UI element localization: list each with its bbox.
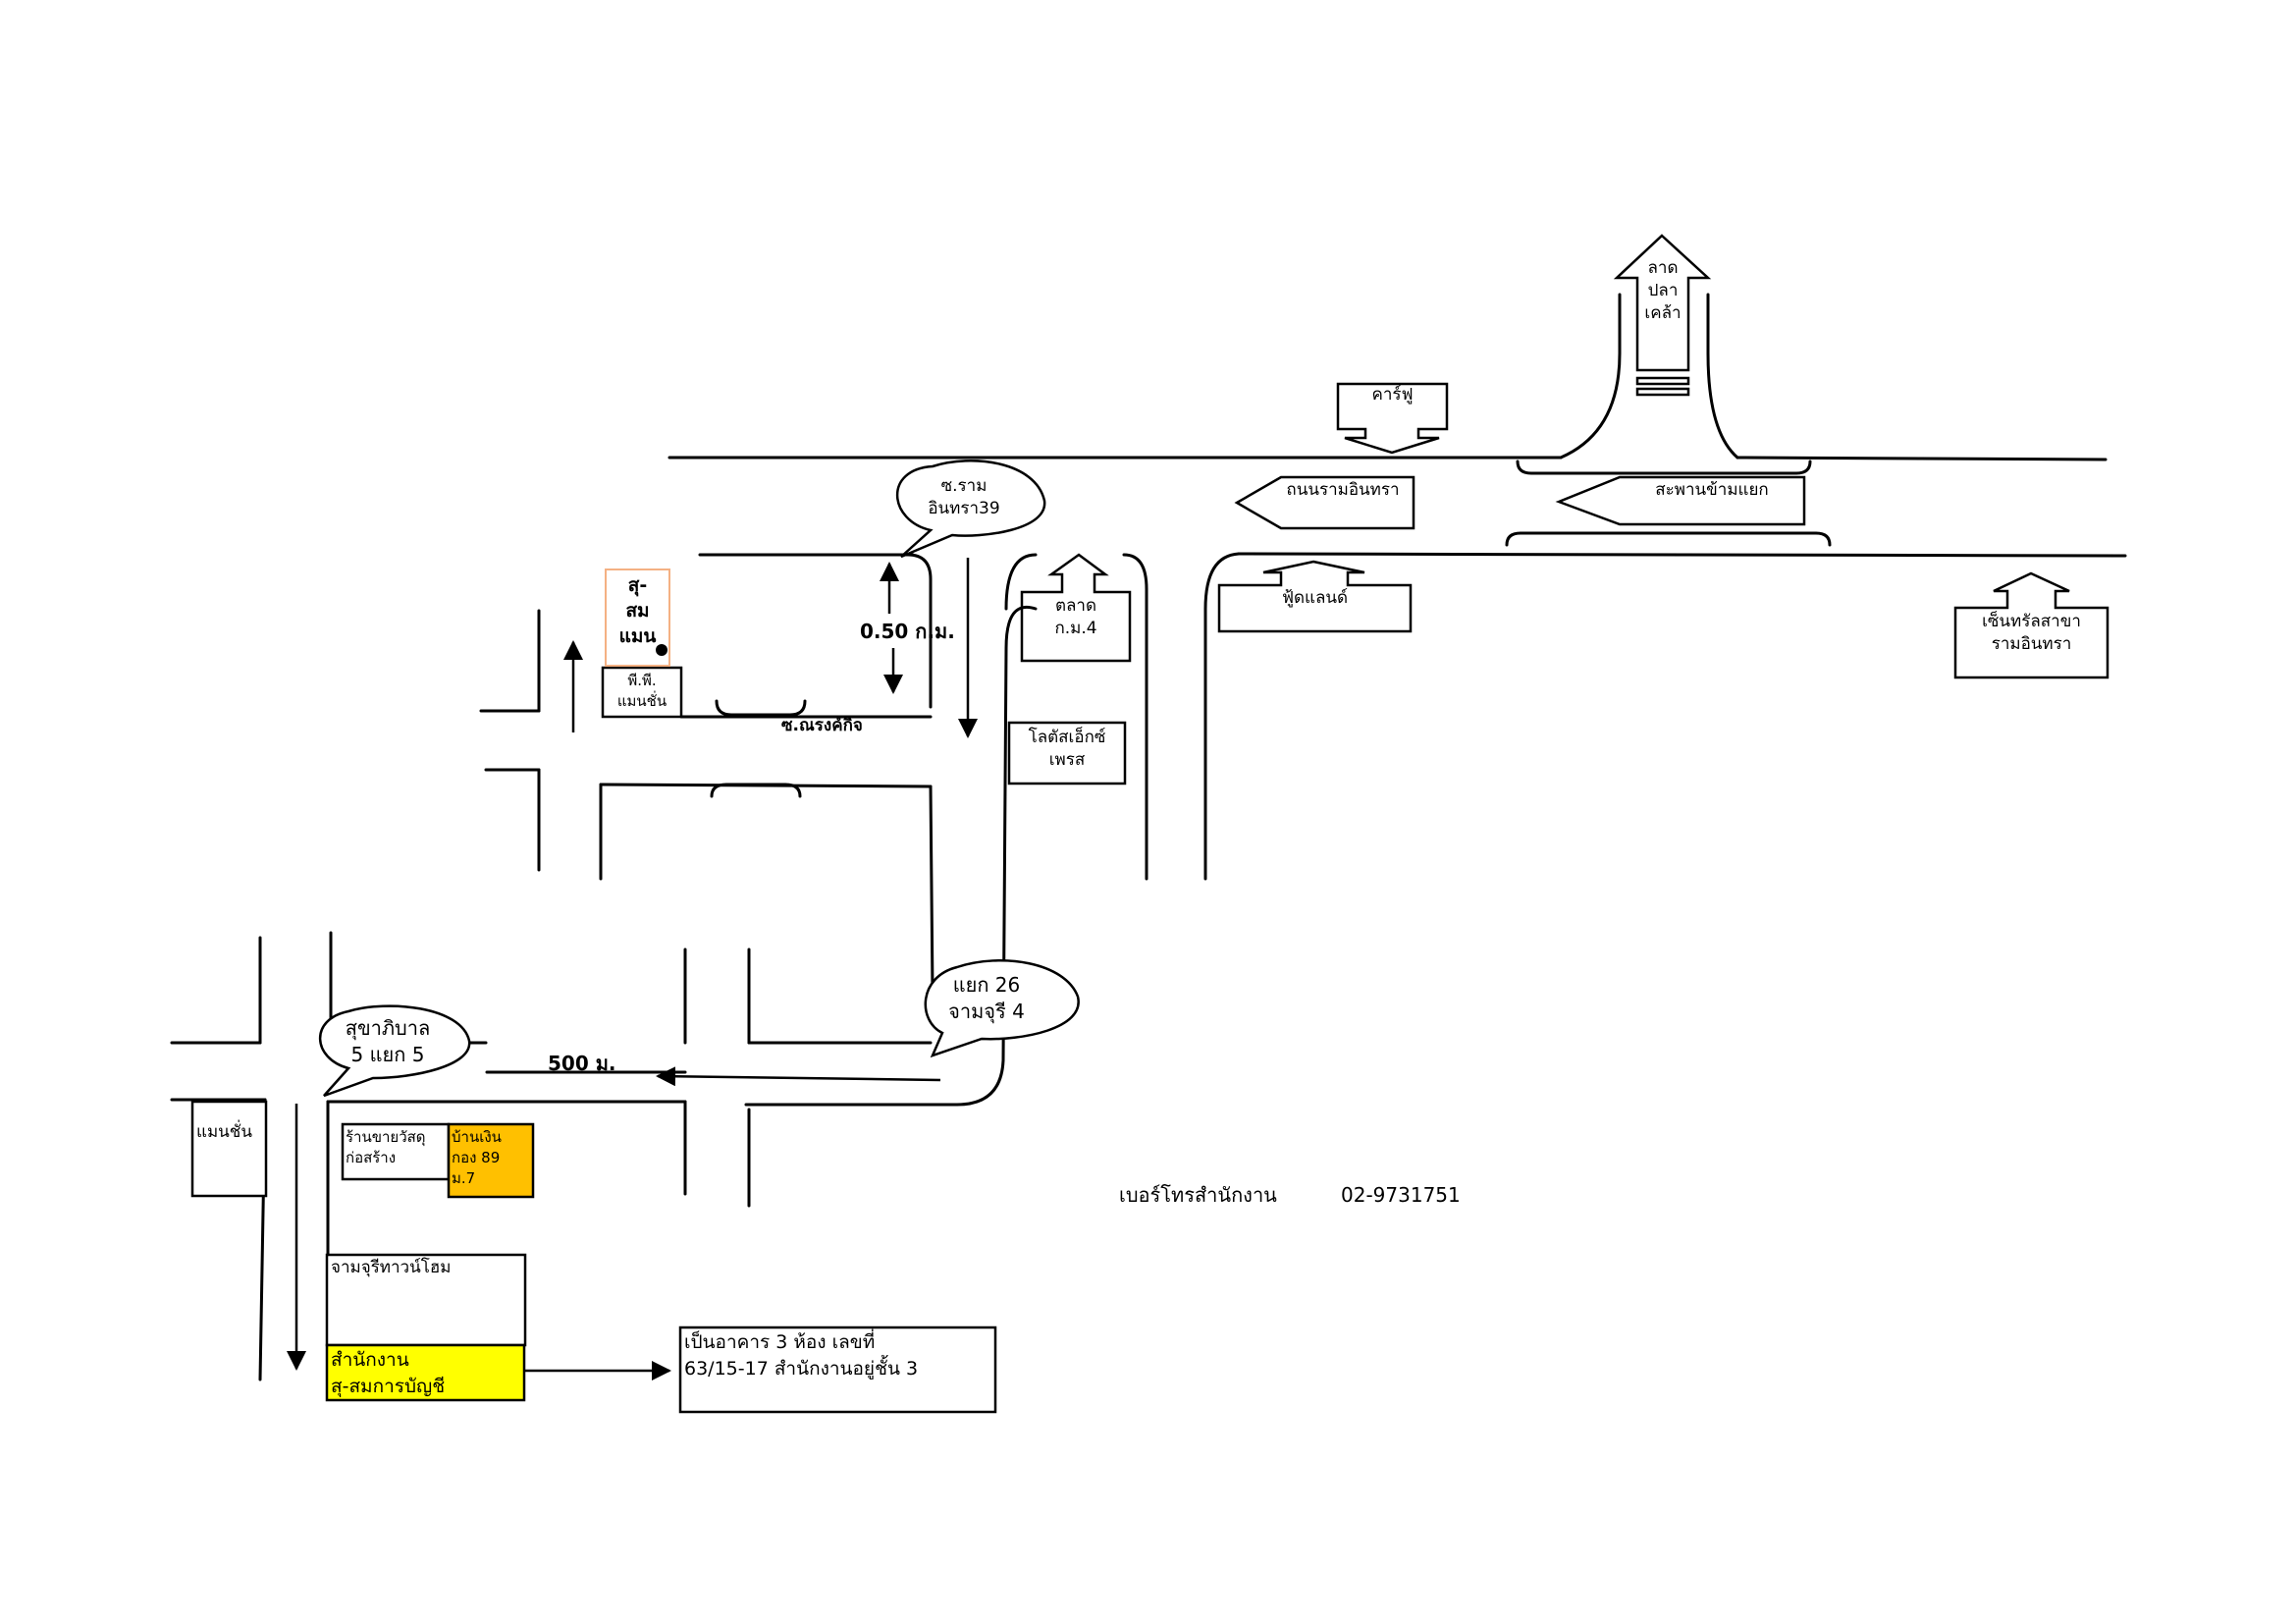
- direction-arrows: [287, 558, 978, 1380]
- soi-ram-intra-39-callout: [895, 460, 1046, 559]
- overpass-label: สะพานข้ามแยก: [1655, 480, 1769, 500]
- jamjuree-townhome-box: [325, 1253, 527, 1347]
- pp-manchan-label: พี.พี. แมนชั่น: [616, 672, 667, 710]
- soi-ram-intra-39-road: [698, 553, 1038, 1107]
- central-label: เซ็นทรัลสาขา รามอินทรา: [1982, 612, 2081, 654]
- lat-pla-khao-label: ลาด ปลา เคล้า: [1644, 258, 1682, 323]
- foodland-arrow: [1217, 560, 1413, 633]
- lotus-express-label: โลตัสเอ็กซ์ เพรส: [1028, 728, 1106, 770]
- carrefour-arrow: [1336, 382, 1449, 455]
- distance-500m-label: 500 ม.: [548, 1052, 616, 1075]
- manchan-label: แมนชั่น: [196, 1122, 252, 1142]
- phone-number: 02-9731751: [1341, 1183, 1461, 1207]
- building-info-box: [678, 1326, 997, 1414]
- sukhapiban-callout: [319, 1004, 471, 1098]
- sukhapiban-label: สุขาภิบาล 5 แยก 5: [345, 1016, 431, 1066]
- ram-intra-road-label: ถนนรามอินทรา: [1286, 480, 1400, 500]
- market-km4-label: ตลาด ก.ม.4: [1054, 596, 1097, 638]
- pp-manchan-box: [601, 666, 683, 719]
- soi-ram-intra-39-label: ซ.ราม อินทรา39: [928, 476, 1000, 518]
- soi-narongkit-road: [599, 699, 934, 994]
- yaek26-label: แยก 26 จามจุรี 4: [948, 973, 1025, 1023]
- hardware-store-box: [341, 1122, 451, 1181]
- lat-pla-khao-arrow: [1613, 234, 1712, 372]
- ram-intra-road-arrow: [1234, 475, 1415, 530]
- side-road-left: [479, 609, 541, 872]
- lower-roads: [170, 931, 933, 1381]
- manchan-box: [190, 1100, 268, 1198]
- yaek26-callout: [924, 959, 1080, 1058]
- lat-pla-khao-road: [1559, 293, 1739, 460]
- lat-pla-khao-stripe-1: [1635, 376, 1690, 386]
- su-som-manchan-label: สุ- สม แมน: [618, 574, 657, 647]
- soi-narongkit-label: ซ.ณรงค์กิจ: [781, 716, 863, 735]
- soi-market-road: [1004, 552, 1241, 881]
- building-info-label: เป็นอาคาร 3 ห้อง เลขที่ 63/15-17 สำนักงา…: [684, 1331, 919, 1380]
- su-som-marker-dot: [656, 644, 667, 656]
- market-km4-arrow: [1020, 553, 1132, 663]
- phone-label: เบอร์โทรสำนักงาน: [1119, 1183, 1277, 1207]
- overpass-arrow: [1555, 475, 1806, 526]
- lat-pla-khao-stripe-2: [1635, 387, 1690, 397]
- bangkok-village-label: บ้านเงิน กอง 89 ม.7: [452, 1128, 502, 1187]
- hardware-store-label: ร้านขายวัสดุ ก่อสร้าง: [346, 1128, 426, 1166]
- overpass-marks: [1505, 460, 1832, 547]
- foodland-label: ฟู้ดแลนด์: [1281, 588, 1349, 608]
- jamjuree-townhome-label: จามจุรีทาวน์โฮม: [331, 1258, 452, 1277]
- office-label: สำนักงาน สุ-สมการบัญชี: [331, 1349, 446, 1397]
- office-box: [325, 1343, 526, 1402]
- carrefour-label: คาร์ฟู: [1371, 385, 1414, 405]
- distance-050km-label: 0.50 ก.ม.: [860, 620, 955, 643]
- central-arrow: [1953, 571, 2109, 679]
- lotus-express-box: [1007, 721, 1127, 785]
- bangkok-village-box: [447, 1122, 535, 1199]
